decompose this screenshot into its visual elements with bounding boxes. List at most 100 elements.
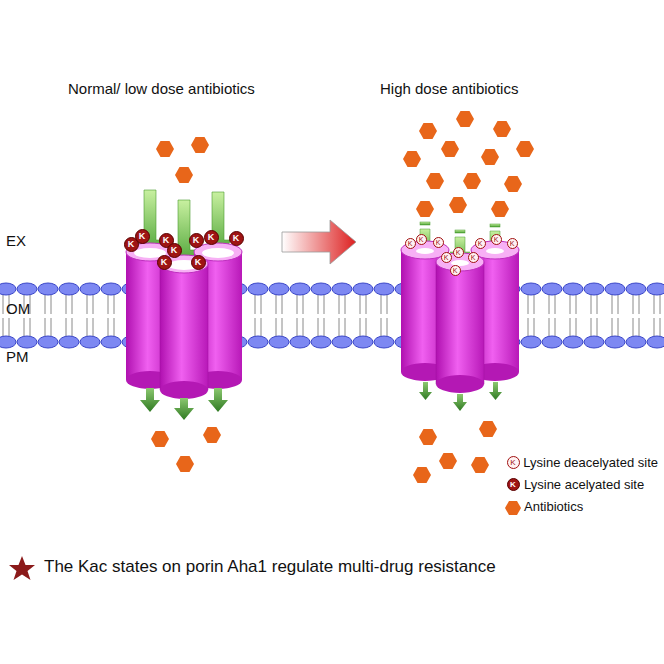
lipid-tail bbox=[318, 294, 319, 314]
legend-swatch bbox=[505, 501, 521, 515]
lipid-tail bbox=[591, 294, 592, 314]
lipid-tail bbox=[93, 294, 94, 314]
lipid-head bbox=[101, 336, 121, 348]
lipid-tail bbox=[3, 294, 4, 314]
porin-trimer bbox=[126, 243, 242, 399]
lipid-tail bbox=[3, 318, 4, 337]
deacetylated-site: K bbox=[405, 238, 416, 249]
lipid-head bbox=[59, 336, 79, 348]
lipid-head bbox=[647, 336, 664, 348]
lipid-tail bbox=[87, 318, 88, 337]
deacetylated-site: K bbox=[453, 247, 464, 258]
lipid-tail bbox=[534, 294, 535, 314]
lipid-tail bbox=[339, 294, 340, 314]
lipid-tail bbox=[114, 294, 115, 314]
lipid-head bbox=[0, 336, 16, 348]
lipid-tail bbox=[45, 294, 46, 314]
lipid-tail bbox=[597, 318, 598, 337]
membrane-bilayer bbox=[0, 283, 664, 348]
lipid-tail bbox=[339, 318, 340, 337]
lipid-tail bbox=[345, 294, 346, 314]
lipid-tail bbox=[261, 294, 262, 314]
acetylated-site: K bbox=[229, 231, 244, 246]
lipid-head bbox=[38, 336, 58, 348]
deacetylated-site: K bbox=[450, 265, 461, 276]
lipid-head bbox=[542, 283, 562, 295]
lipid-tail bbox=[303, 318, 304, 337]
acetylated-site: K bbox=[167, 243, 182, 258]
panel-heading: High dose antibiotics bbox=[380, 80, 518, 97]
lipid-head bbox=[332, 283, 352, 295]
lipid-head bbox=[290, 336, 310, 348]
lipid-tail bbox=[72, 294, 73, 314]
lipid-tail bbox=[297, 294, 298, 314]
lipid-tail bbox=[576, 294, 577, 314]
lipid-tail bbox=[45, 318, 46, 337]
lipid-tail bbox=[618, 318, 619, 337]
deacetylated-site: K bbox=[507, 456, 520, 469]
lipid-tail bbox=[282, 318, 283, 337]
compartment-label: OM bbox=[6, 300, 30, 317]
legend-text: Lysine acelyated site bbox=[524, 477, 644, 492]
lipid-head bbox=[605, 283, 625, 295]
lipid-head bbox=[17, 283, 37, 295]
lipid-tail bbox=[24, 318, 25, 337]
lipid-tail bbox=[639, 294, 640, 314]
lipid-tail bbox=[633, 294, 634, 314]
lipid-tail bbox=[654, 318, 655, 337]
lipid-tail bbox=[549, 294, 550, 314]
lipid-head bbox=[563, 283, 583, 295]
lipid-tail bbox=[276, 318, 277, 337]
lipid-tail bbox=[297, 318, 298, 337]
lipid-head bbox=[248, 283, 268, 295]
compartment-label: EX bbox=[6, 232, 26, 249]
lipid-tail bbox=[381, 318, 382, 337]
efflux-arrows bbox=[419, 382, 502, 411]
lipid-tail bbox=[51, 318, 52, 337]
lipid-head bbox=[605, 336, 625, 348]
acetylated-site: K bbox=[191, 255, 206, 270]
lipid-tail bbox=[282, 294, 283, 314]
lipid-head bbox=[521, 336, 541, 348]
lipid-tail bbox=[576, 318, 577, 337]
legend-text: Antibiotics bbox=[524, 499, 583, 514]
lipid-head bbox=[353, 336, 373, 348]
lipid-head bbox=[80, 283, 100, 295]
lipid-head bbox=[332, 336, 352, 348]
acetylated-site: K bbox=[204, 230, 219, 245]
acetylated-site: K bbox=[189, 233, 204, 248]
lipid-head bbox=[563, 336, 583, 348]
lipid-tail bbox=[387, 294, 388, 314]
lipid-head bbox=[626, 336, 646, 348]
acetylated-site: K bbox=[507, 478, 520, 491]
lipid-tail bbox=[345, 318, 346, 337]
transition-arrow bbox=[282, 220, 356, 264]
lipid-tail bbox=[528, 318, 529, 337]
lipid-tail bbox=[108, 294, 109, 314]
deacetylated-site: K bbox=[475, 238, 486, 249]
lipid-tail bbox=[366, 318, 367, 337]
lipid-tail bbox=[303, 294, 304, 314]
lipid-tail bbox=[612, 318, 613, 337]
lipid-head bbox=[17, 336, 37, 348]
deacetylated-site: K bbox=[491, 234, 502, 245]
lipid-head bbox=[647, 283, 664, 295]
lipid-head bbox=[248, 336, 268, 348]
lipid-tail bbox=[618, 294, 619, 314]
lipid-tail bbox=[654, 294, 655, 314]
lipid-head bbox=[38, 283, 58, 295]
lipid-head bbox=[584, 336, 604, 348]
lipid-tail bbox=[360, 294, 361, 314]
lipid-tail bbox=[639, 318, 640, 337]
lipid-head bbox=[626, 283, 646, 295]
lipid-tail bbox=[597, 294, 598, 314]
acetylated-site: K bbox=[135, 229, 150, 244]
lipid-tail bbox=[72, 318, 73, 337]
lipid-head bbox=[311, 283, 331, 295]
lipid-head bbox=[311, 336, 331, 348]
lipid-tail bbox=[255, 294, 256, 314]
lipid-tail bbox=[276, 294, 277, 314]
lipid-head bbox=[542, 336, 562, 348]
lipid-tail bbox=[633, 318, 634, 337]
